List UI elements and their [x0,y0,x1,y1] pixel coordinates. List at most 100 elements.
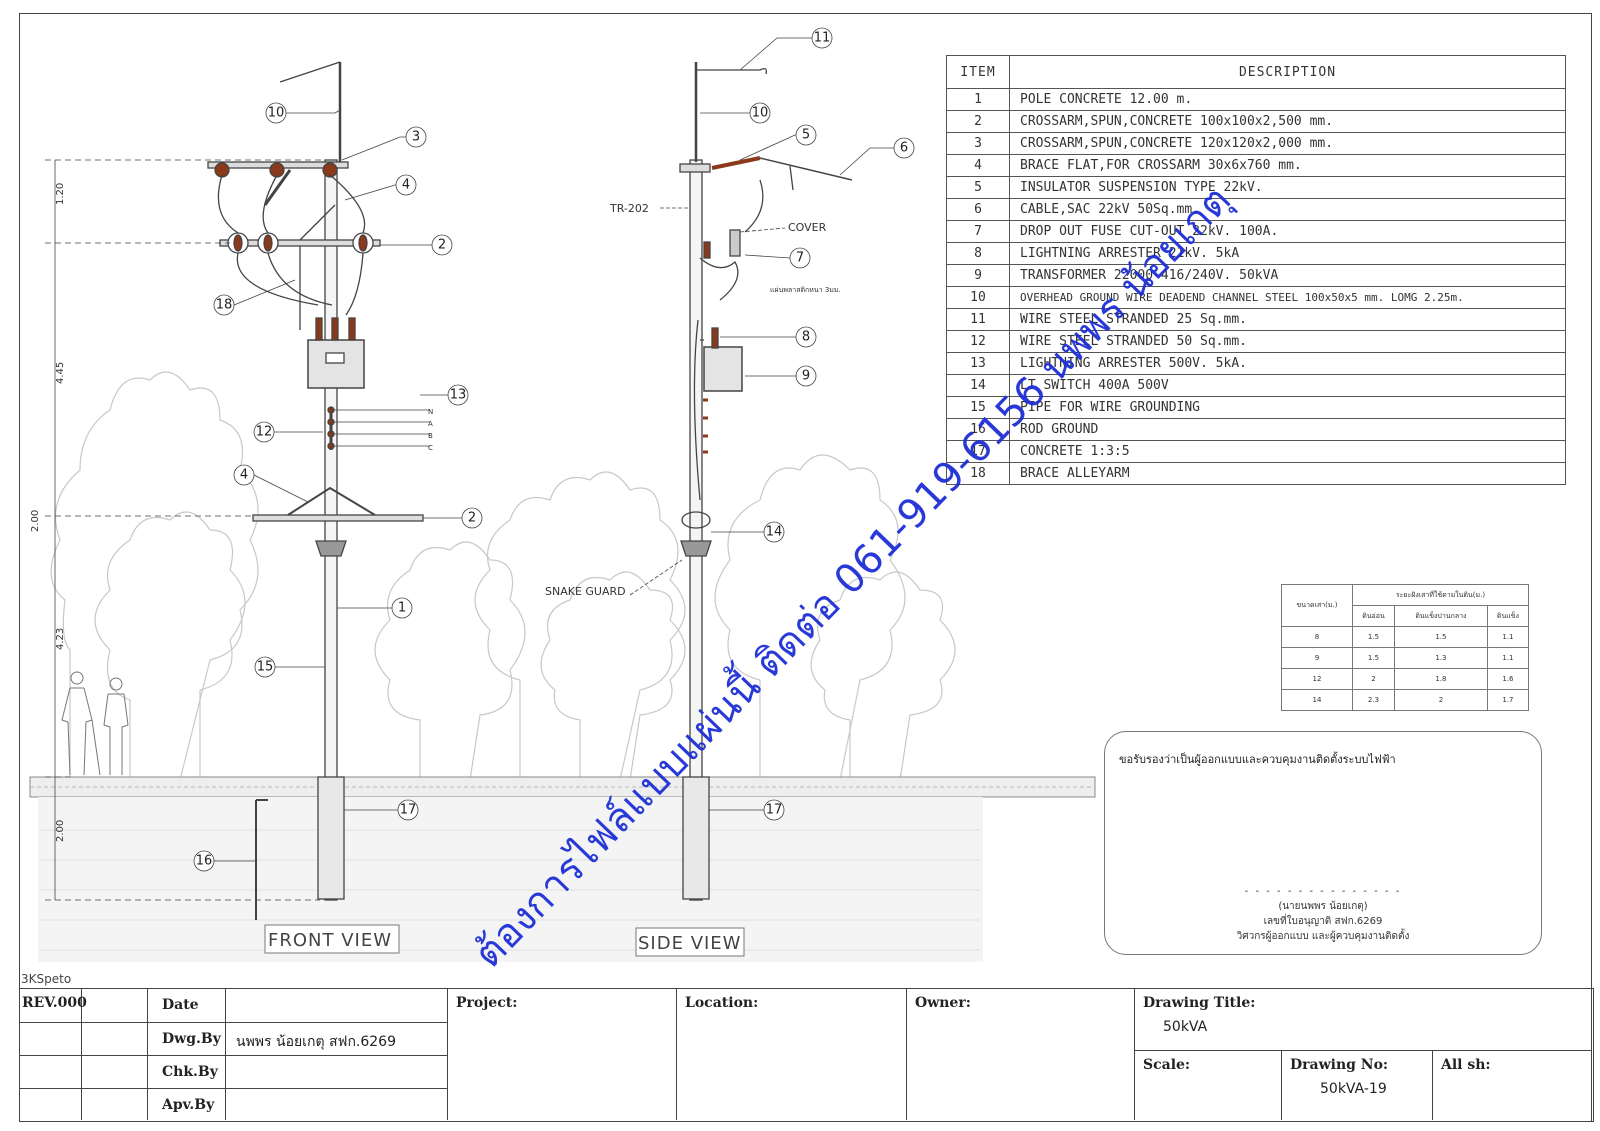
item-number: 12 [946,330,1010,353]
item-description: DROP OUT FUSE CUT-OUT 22kV. 100A. [1009,220,1566,243]
all-sheets-cell: All sh: [1433,1051,1591,1120]
dimension-text: 4.45 [55,362,66,384]
drawing-title-cell: Drawing Title: 50kVA [1135,989,1591,1051]
item-header: ITEM [946,55,1010,89]
approved-by-label: Apv.By [162,1097,215,1113]
checked-by-label-cell: Chk.By [148,1056,226,1089]
table-cell: 1.3 [1393,647,1488,669]
callout-number: 13 [450,388,467,403]
callout-number: 15 [257,660,274,675]
phase-label: N [428,408,433,416]
checked-by-value-cell [226,1056,448,1089]
embed-depth-header: ระยะฝังเสาที่ใช้ตามในดิน(ม.) [1352,584,1529,606]
engineer-certification-box: ขอรับรองว่าเป็นผู้ออกแบบและควบคุมงานติดต… [1104,731,1542,955]
hard-soil-header: ดินแข็ง [1486,605,1530,627]
item-description: LT SWITCH 400A 500V [1009,374,1566,397]
front-callout-numbers: 10 3 4 2 18 13 12 4 2 1 15 17 16 [196,106,476,869]
item-number: 10 [946,286,1010,309]
callout-number: 5 [802,128,810,143]
drawn-by-value: นพพร น้อยเกตุ สฟก.6269 [236,1034,396,1050]
approved-by-label-cell: Apv.By [148,1089,226,1120]
item-number: 9 [946,264,1010,287]
callout-number: 17 [400,803,417,818]
item-number: 2 [946,110,1010,133]
table-cell: 2 [1393,689,1488,711]
snake-guard-label: SNAKE GUARD [545,585,626,598]
item-number: 8 [946,242,1010,265]
date-label: Date [162,997,199,1013]
engineer-role: วิศวกรผู้ออกแบบ และผู้ควบคุมงานติดตั้ง [1236,931,1410,942]
dimension-text: 1.20 [55,183,66,205]
item-number: 4 [946,154,1010,177]
pole-size-header: ขนาดเสา(ม.) [1281,584,1353,627]
blank-cell [20,1023,82,1056]
location-label: Location: [685,995,759,1011]
item-description: WIRE STEEL STRANDED 50 Sq.mm. [1009,330,1566,353]
project-label: Project: [456,995,518,1011]
signature-line: - - - - - - - - - - - - - - - [1244,886,1402,897]
blank-cell [82,989,148,1023]
table-header-row: ดินอ่อน ดินแข็งปานกลาง ดินแข็ง [1282,605,1530,627]
item-description: INSULATOR SUSPENSION TYPE 22kV. [1009,176,1566,199]
dimension-text: 2.00 [30,510,41,532]
table-header-row: ขนาดเสา(ม.) ระยะฝังเสาที่ใช้ตามในดิน(ม.) [1281,584,1529,627]
description-header: DESCRIPTION [1009,55,1566,89]
item-number: 7 [946,220,1010,243]
side-view-title: SIDE VIEW [638,933,741,954]
callout-number: 14 [766,525,783,540]
ground-section [29,776,1096,962]
file-label: 3KSpeto [21,972,72,986]
drawn-by-label: Dwg.By [162,1031,221,1047]
table-cell: 9 [1281,647,1353,669]
blank-cell [82,1056,148,1089]
callout-number: 4 [402,178,410,193]
dimension-text: 4.23 [55,628,66,650]
tr-label: TR-202 [609,202,649,215]
background-trees [50,371,956,781]
human-figures [61,671,129,776]
item-description: TRANSFORMER 22000-416/240V. 50kVA [1009,264,1566,287]
item-number: 13 [946,352,1010,375]
callout-number: 10 [268,106,285,121]
height-dimension-line [45,159,330,901]
table-header-row: ITEM DESCRIPTION [946,55,1566,89]
callout-number: 3 [412,130,420,145]
phase-label: B [428,432,433,440]
table-cell: 8 [1281,626,1353,648]
blank-cell [82,1023,148,1056]
table-cell: 1.5 [1352,647,1395,669]
drawn-by-label-cell: Dwg.By [148,1023,226,1056]
item-number: 11 [946,308,1010,331]
dimension-text: 2.00 [55,820,66,842]
item-number: 3 [946,132,1010,155]
blank-cell [20,1056,82,1089]
phase-label: A [428,420,433,428]
cover-label: COVER [788,221,827,234]
front-view-pole-assembly [207,61,430,920]
callout-number: 9 [802,369,810,384]
all-sheets-label: All sh: [1441,1057,1491,1073]
callout-number: 12 [256,425,273,440]
drawn-by-value-cell: นพพร น้อยเกตุ สฟก.6269 [226,1023,448,1056]
table-cell: 1.7 [1486,689,1530,711]
engineer-license: เลขที่ใบอนุญาติ สฟก.6269 [1263,916,1383,927]
drawing-number-value: 50kVA-19 [1320,1081,1387,1097]
table-cell: 1.8 [1393,668,1488,690]
drawing-number-cell: Drawing No: 50kVA-19 [1282,1051,1433,1120]
drawing-title-label: Drawing Title: [1143,995,1256,1011]
table-cell: 1.1 [1486,647,1530,669]
callout-number: 16 [196,854,213,869]
revision-cell: REV.000 [20,989,87,1023]
item-number: 6 [946,198,1010,221]
revision-label: REV.000 [22,995,87,1011]
scale-cell: Scale: [1135,1051,1282,1120]
